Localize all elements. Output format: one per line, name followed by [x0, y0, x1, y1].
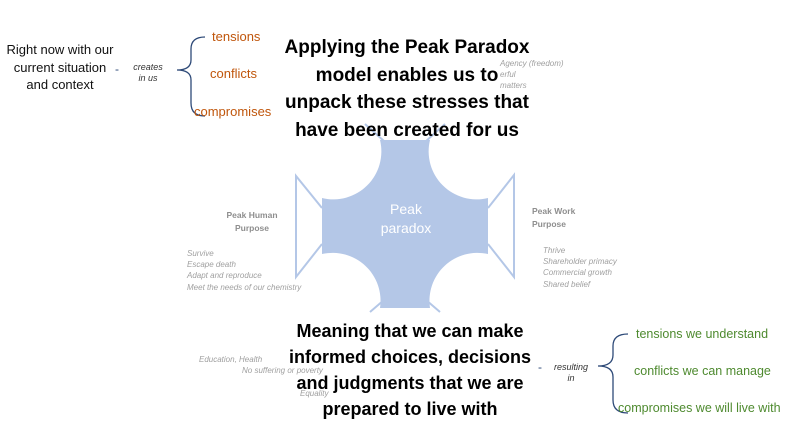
- resulting-label: resulting in: [553, 362, 589, 383]
- top-purpose-partial: Agency (freedom) erful matters: [500, 59, 564, 91]
- outcome-tensions-understood: tensions we understand: [636, 327, 769, 341]
- context-text: Right now with our current situation and…: [6, 42, 114, 92]
- bottom-purpose-line3: Equality: [300, 389, 329, 398]
- bottom-outcomes-brace: [597, 333, 629, 414]
- top-outcomes-brace: [176, 36, 206, 117]
- outcome-conflicts: conflicts: [210, 66, 257, 81]
- right-arm-outline: [487, 172, 515, 280]
- outcome-compromises-accepted: compromises we will live with: [618, 401, 781, 415]
- outcome-tensions: tensions: [212, 29, 261, 44]
- headline-top: Applying the Peak Paradox model enables …: [284, 37, 530, 141]
- peak-work-purpose-items: Thrive Shareholder primacy Commercial gr…: [543, 246, 617, 289]
- headline-bottom: Meaning that we can make informed choice…: [288, 321, 532, 419]
- bottom-purpose-line1: Education, Health: [199, 355, 263, 364]
- resulting-connector: -: [538, 360, 542, 374]
- peak-human-purpose-title: Peak Human Purpose: [226, 210, 278, 233]
- outcome-conflicts-managed: conflicts we can manage: [634, 364, 771, 378]
- peak-human-purpose-items: Survive Escape death Adapt and reproduce…: [187, 249, 302, 292]
- context-connector: -: [115, 62, 119, 76]
- peak-center-fill: [322, 140, 488, 308]
- left-arm-outline: [295, 173, 323, 280]
- creates-label: creates in us: [133, 62, 163, 83]
- peak-paradox-label: Peak paradox: [380, 201, 432, 236]
- peak-paradox-shape: [295, 123, 515, 313]
- peak-work-purpose-title: Peak Work Purpose: [532, 206, 576, 229]
- outcome-compromises: compromises: [194, 104, 272, 119]
- bottom-purpose-line2: No suffering or poverty: [242, 366, 323, 375]
